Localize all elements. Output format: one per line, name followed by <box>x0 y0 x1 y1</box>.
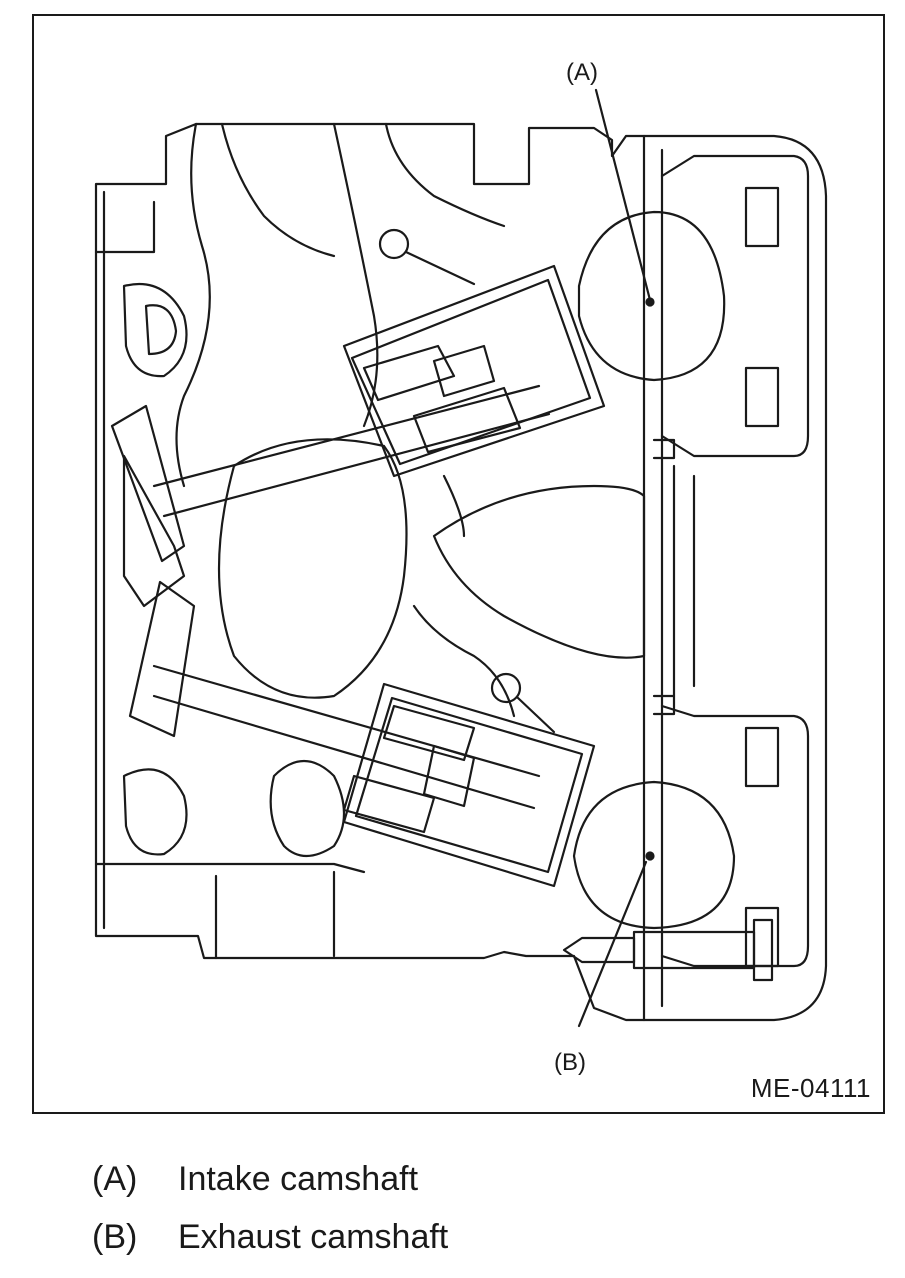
intake-cam-lobe <box>577 210 726 382</box>
legend-label: Exhaust camshaft <box>178 1218 449 1256</box>
callout-leaders <box>577 88 652 1028</box>
legend-item: (B) Exhaust camshaft <box>92 1208 448 1266</box>
lower-bolt <box>562 918 774 982</box>
legend: (A) Intake camshaft (B) Exhaust camshaft <box>92 1150 448 1266</box>
diagram-frame: (A) (B) ME-04111 <box>32 14 885 1114</box>
intake-valve-assembly <box>152 228 606 518</box>
leader-b <box>577 860 648 1028</box>
figure-reference-code: ME-04111 <box>750 1073 871 1103</box>
legend-key: (A) <box>92 1160 138 1198</box>
legend-label: Intake camshaft <box>178 1160 419 1198</box>
leader-a <box>594 88 652 302</box>
cam-carrier <box>642 134 810 1022</box>
exhaust-cam-center <box>645 851 655 861</box>
camshaft-lobes <box>572 210 736 930</box>
legend-key: (B) <box>92 1218 138 1256</box>
cylinder-head-cross-section: (A) (B) <box>94 59 828 1076</box>
legend-item: (A) Intake camshaft <box>92 1150 448 1208</box>
exhaust-cam-lobe <box>572 780 736 930</box>
exhaust-valve-assembly <box>152 664 596 888</box>
callout-b-label: (B) <box>554 1049 586 1076</box>
callout-a-label: (A) <box>566 59 598 86</box>
